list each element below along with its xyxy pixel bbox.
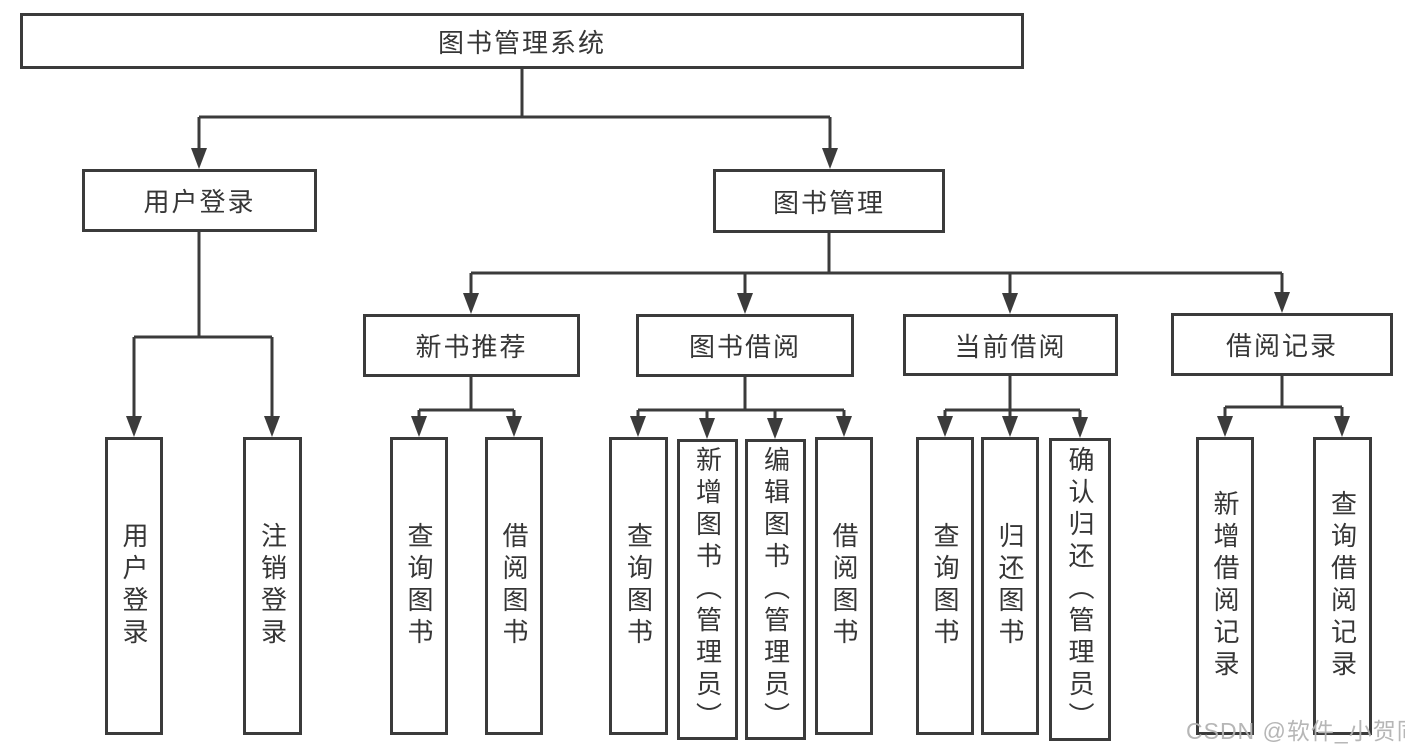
node-new-book-recommendation: 新书推荐 bbox=[363, 314, 580, 377]
leaf-query-books-recommend: 查询图书 bbox=[390, 437, 448, 735]
csdn-watermark: CSDN @软件_小贺同学 bbox=[1186, 718, 1405, 744]
leaf-add-books-admin: 新增图书（管理员） bbox=[677, 439, 738, 740]
node-root-library-management-system: 图书管理系统 bbox=[20, 13, 1024, 69]
leaf-borrow-books-recommend: 借阅图书 bbox=[485, 437, 543, 735]
node-user-login: 用户登录 bbox=[82, 169, 317, 232]
leaf-query-books-borrowing: 查询图书 bbox=[609, 437, 668, 735]
leaf-logout: 注销登录 bbox=[243, 437, 302, 735]
node-borrowing-records: 借阅记录 bbox=[1171, 313, 1393, 376]
leaf-add-borrow-record: 新增借阅记录 bbox=[1196, 437, 1254, 735]
leaf-edit-books-admin: 编辑图书（管理员） bbox=[745, 439, 806, 740]
leaf-borrow-books-borrowing: 借阅图书 bbox=[815, 437, 873, 735]
leaf-return-books: 归还图书 bbox=[981, 437, 1039, 735]
leaf-confirm-return-admin: 确认归还（管理员） bbox=[1049, 438, 1111, 741]
node-book-borrowing: 图书借阅 bbox=[636, 314, 854, 377]
leaf-user-login: 用户登录 bbox=[105, 437, 163, 735]
node-book-management: 图书管理 bbox=[713, 169, 945, 233]
leaf-query-borrow-record: 查询借阅记录 bbox=[1313, 437, 1372, 735]
node-current-borrowing: 当前借阅 bbox=[903, 314, 1118, 376]
leaf-query-books-current: 查询图书 bbox=[916, 437, 974, 735]
